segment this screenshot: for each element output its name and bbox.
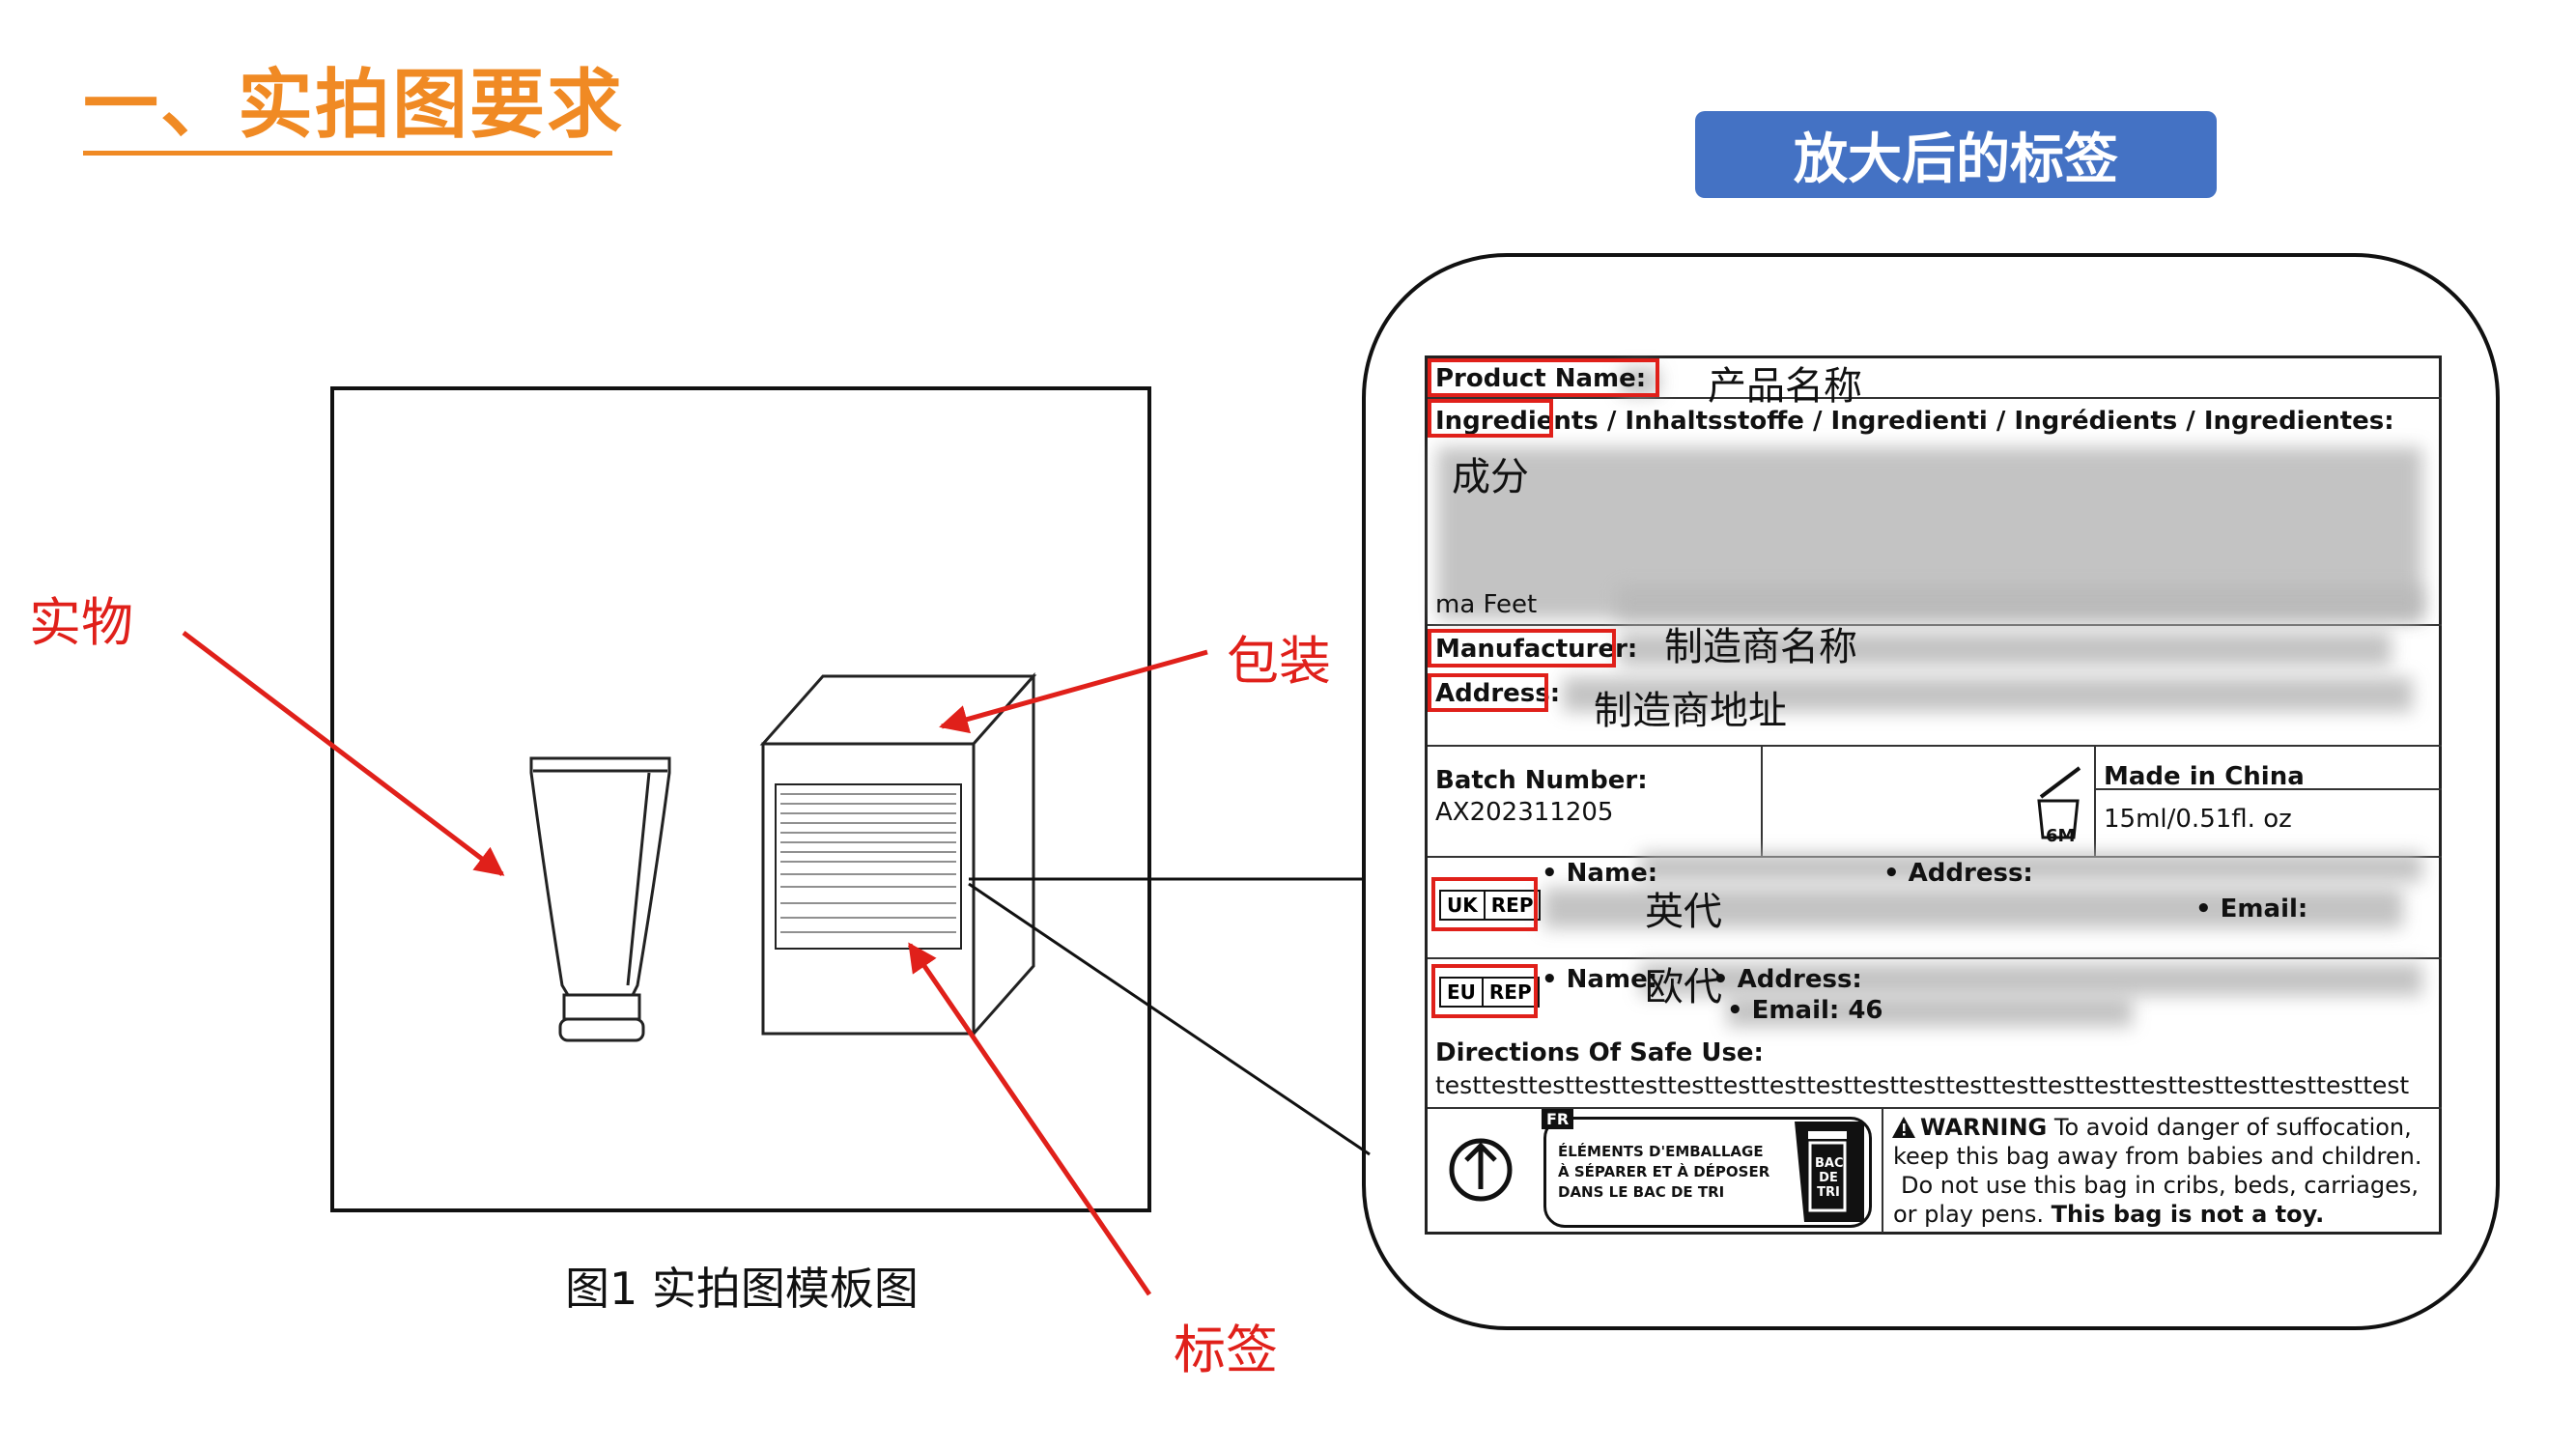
redaction (1727, 996, 2133, 1027)
warning-text-4: or play pens. (1893, 1201, 2044, 1228)
note-address: 制造商地址 (1594, 689, 1787, 733)
highlight-manufacturer (1428, 629, 1616, 668)
fr-line-3: DANS LE BAC DE TRI (1558, 1183, 1725, 1201)
bac-line-3: TRI (1817, 1185, 1840, 1200)
ingredients-label: Ingredients / Inhaltsstoffe / Ingredient… (1435, 407, 2394, 436)
note-product-name: 产品名称 (1708, 364, 1862, 409)
warning-line-3: Do not use this bag in cribs, beds, carr… (1901, 1172, 2420, 1199)
redaction (1621, 368, 1659, 395)
title-underline (83, 151, 612, 156)
uk-rep-email: • Email: (2195, 895, 2308, 923)
redaction (1616, 585, 2422, 620)
note-manufacturer: 制造商名称 (1664, 625, 1857, 669)
ingredients-tail: ma Feet (1435, 590, 1538, 619)
warning-bold: WARNING (1920, 1114, 2048, 1141)
rule (1428, 624, 2442, 626)
figure-caption: 图1 实拍图模板图 (565, 1263, 919, 1315)
directions-text: testtesttesttesttesttesttesttesttesttest… (1435, 1071, 2410, 1099)
warning-text-1: To avoid danger of suffocation, (2053, 1114, 2412, 1141)
note-eu-rep: 欧代 (1645, 965, 1722, 1009)
rule (2094, 745, 2096, 856)
zoom-banner: 放大后的标签 (1695, 111, 2217, 198)
redaction (1563, 677, 2413, 712)
highlight-eu-rep (1431, 964, 1538, 1018)
redaction (1640, 963, 2422, 996)
address-label: Address: (1435, 679, 1561, 708)
uk-rep-badge: UK REP (1439, 890, 1542, 921)
rule (1761, 745, 1763, 856)
fr-badge: FR (1542, 1109, 1574, 1129)
note-ingredients: 成分 (1452, 455, 1529, 499)
warning-line-1: WARNING To avoid danger of suffocation, (1920, 1114, 2412, 1141)
highlight-product-name (1428, 358, 1659, 397)
redaction (1543, 888, 2403, 928)
manufacturer-label: Manufacturer: (1435, 635, 1638, 664)
eu-rep-name: • Name: (1542, 965, 1658, 994)
fr-sorting-box (1543, 1117, 1872, 1228)
volume-value: 15ml/0.51fl. oz (2104, 805, 2292, 834)
rule (1428, 745, 2442, 747)
uk-rep-address: • Address: (1883, 859, 2033, 888)
sorting-bin-icon (1795, 1122, 1864, 1222)
warning-line-4: or play pens. This bag is not a toy. (1893, 1201, 2324, 1228)
rule (1428, 1107, 2442, 1109)
eu-rep-left: EU (1447, 980, 1476, 1004)
bac-line-1: BAC (1815, 1156, 1844, 1171)
photo-template-frame (330, 386, 1151, 1212)
highlight-ingredients (1428, 399, 1553, 438)
rule (1428, 957, 2442, 959)
rule (1428, 397, 2442, 399)
callout-label: 标签 (1174, 1320, 1278, 1380)
uk-rep-name: • Name: (1542, 859, 1658, 888)
eu-rep-badge: EU REP (1439, 977, 1540, 1008)
uk-rep-left: UK (1447, 894, 1478, 917)
eu-rep-address: • Address: (1713, 965, 1862, 994)
batch-number-value: AX202311205 (1435, 798, 1614, 827)
fr-line-2: À SÉPARER ET À DÉPOSER (1558, 1163, 1770, 1180)
callout-package: 包装 (1227, 631, 1331, 692)
pao-label: 6M (2046, 826, 2076, 846)
rule (1882, 1107, 1883, 1233)
warning-end: This bag is not a toy. (2051, 1201, 2325, 1228)
section-title: 一、实拍图要求 (83, 62, 625, 149)
callout-product: 实物 (29, 592, 133, 653)
note-uk-rep: 英代 (1645, 890, 1722, 934)
directions-title: Directions Of Safe Use: (1435, 1038, 1764, 1067)
warning-line-2: keep this bag away from babies and child… (1893, 1143, 2422, 1170)
made-in-china: Made in China (2104, 762, 2305, 791)
uk-rep-right: REP (1483, 892, 1540, 919)
redaction (1619, 632, 2392, 667)
eu-rep-email: • Email: 46 (1727, 996, 1883, 1025)
bac-de-tri-text: BAC DE TRI (1815, 1156, 1844, 1200)
product-name-label: Product Name: (1435, 364, 1647, 393)
open-jar-icon (2037, 766, 2081, 839)
bac-line-2: DE (1819, 1171, 1838, 1185)
fr-line-1: ÉLÉMENTS D'EMBALLAGE (1558, 1143, 1764, 1160)
warning-triangle-icon (1892, 1117, 1915, 1138)
triman-recycle-icon (1449, 1138, 1513, 1202)
eu-rep-right: REP (1481, 979, 1538, 1006)
batch-number-label: Batch Number: (1435, 766, 1648, 795)
rule (2094, 788, 2442, 790)
zoomed-label: Product Name: Ingredients / Inhaltsstoff… (1425, 355, 2442, 1235)
highlight-uk-rep (1431, 877, 1538, 931)
redaction (1640, 853, 2422, 882)
highlight-address (1428, 673, 1548, 712)
